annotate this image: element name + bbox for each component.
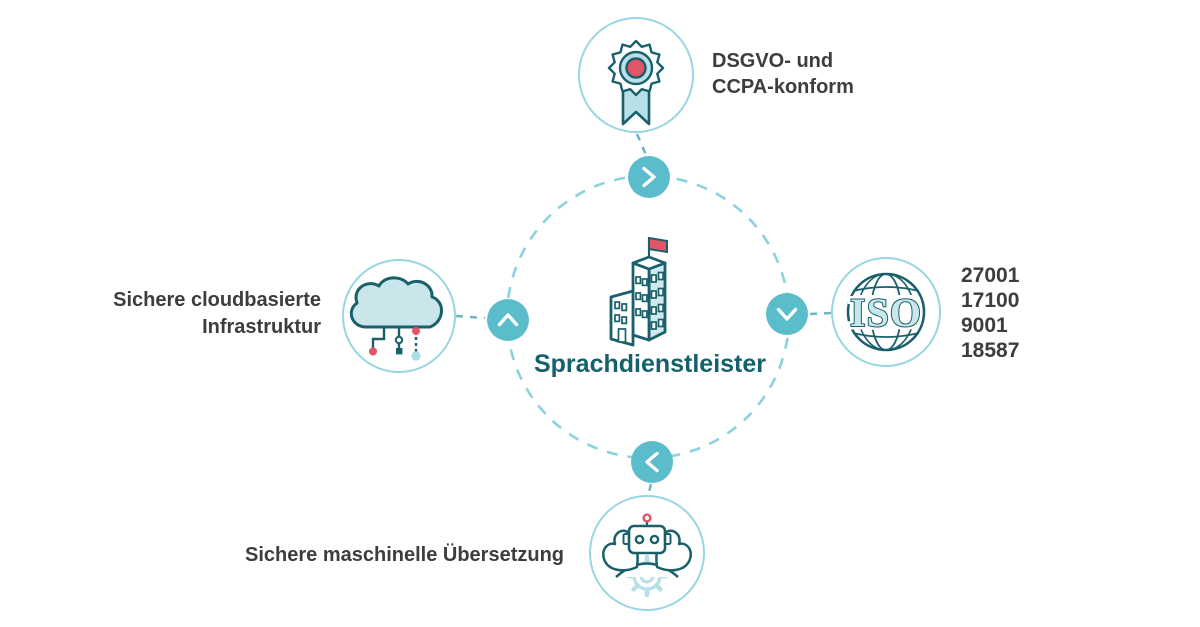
iso-number-2: 17100	[961, 289, 1020, 312]
connector-bottom	[646, 483, 653, 497]
chevron-down-marker	[766, 293, 808, 335]
label-cloud-line2: Infrastruktur	[202, 316, 321, 338]
label-machine-translation: Sichere maschinelle Übersetzung	[245, 544, 565, 566]
iso-halo-text: ISO	[850, 290, 922, 335]
iso-logo-text: ISO	[850, 290, 922, 335]
label-cloud-infrastructure: Sichere cloudbasierte Infrastruktur	[61, 287, 321, 341]
chevron-right-icon	[642, 166, 656, 188]
iso-number-4: 18587	[961, 339, 1020, 362]
chevron-up-icon	[497, 313, 519, 327]
flag-icon	[648, 236, 668, 254]
building-icon	[609, 236, 668, 347]
chevron-up-marker	[487, 299, 529, 341]
center-title: Sprachdienstleister	[533, 350, 767, 378]
connector-top	[635, 133, 648, 156]
chevron-left-marker	[631, 441, 673, 483]
iso-globe-icon: ISO ISO	[847, 272, 926, 352]
label-dsgvo-ccpa: DSGVO- und CCPA-konform	[712, 48, 854, 100]
connector-left	[455, 314, 486, 320]
chevron-left-icon	[645, 451, 659, 473]
chevron-right-marker	[628, 156, 670, 198]
connector-right	[809, 311, 832, 316]
secure-cloud-icon	[349, 276, 443, 361]
label-dsgvo-line2: CCPA-konform	[712, 76, 854, 98]
strong-robot-icon	[602, 513, 692, 598]
chevron-down-icon	[776, 307, 798, 321]
iso-number-3: 9001	[961, 314, 1008, 337]
certificate-badge-icon	[607, 39, 665, 126]
label-cloud-line1: Sichere cloudbasierte	[113, 289, 321, 311]
iso-number-1: 27001	[961, 264, 1020, 287]
label-iso-numbers: 27001 17100 9001 18587	[961, 263, 1019, 363]
label-dsgvo-line1: DSGVO- und	[712, 50, 834, 72]
